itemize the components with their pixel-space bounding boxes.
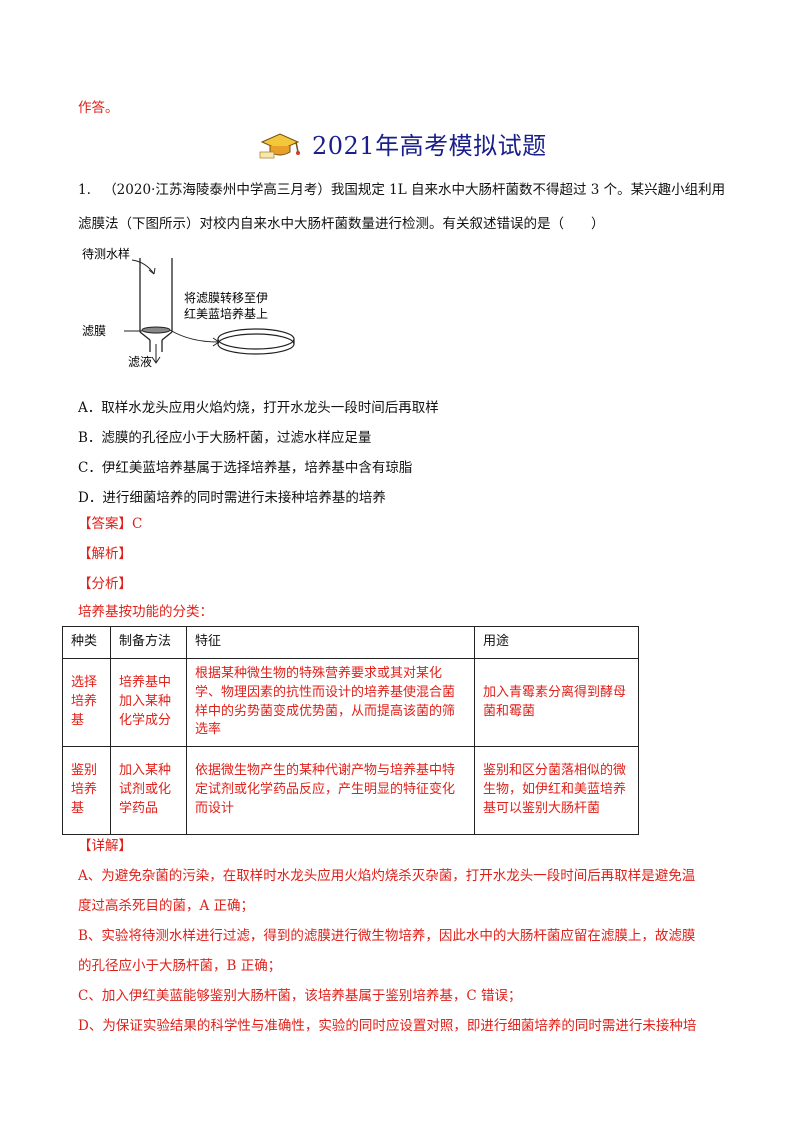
detail-line: B、实验将待测水样进行过滤，得到的滤膜进行微生物培养，因此水中的大肠杆菌应留在滤… <box>78 928 696 944</box>
filtration-diagram: 待测水样 将滤膜转移至伊 红美蓝培养基上 滤膜 滤液 <box>80 244 320 378</box>
question-stem-2: 滤膜法（下图所示）对校内自来水中大肠杆菌数量进行检测。有关叙述错误的是（ ） <box>78 216 605 232</box>
classification-intro: 培养基按功能的分类： <box>78 604 213 620</box>
diagram-label-filtrate: 滤液 <box>128 354 152 369</box>
table-header-cell: 特征 <box>186 626 475 659</box>
table-cell-method: 培养基中加入某种化学成分 <box>110 657 187 748</box>
diagram-label-sample: 待测水样 <box>82 246 130 261</box>
table-row: 鉴别培养基 加入某种试剂或化学药品 依据微生物产生的某种代谢产物与培养基中特定试… <box>62 746 639 836</box>
option-b: B．滤膜的孔径应小于大肠杆菌，过滤水样应足量 <box>78 430 372 446</box>
intro-tail-text: 作答。 <box>78 100 119 116</box>
graduation-cap-icon <box>259 132 300 158</box>
question-number: 1. <box>78 182 91 198</box>
diagram-label-transfer-2: 红美蓝培养基上 <box>184 306 268 321</box>
detail-line: 的孔径应小于大肠杆菌，B 正确； <box>78 958 282 974</box>
table-row: 选择培养基 培养基中加入某种化学成分 根据某种微生物的特殊营养要求或其对某化学、… <box>62 657 639 748</box>
section-title: 2021年高考模拟试题 <box>312 132 547 160</box>
table-header-cell: 种类 <box>62 626 111 659</box>
table-cell-feature: 根据某种微生物的特殊营养要求或其对某化学、物理因素的抗性而设计的培养基使混合菌样… <box>186 657 475 748</box>
option-c: C．伊红美蓝培养基属于选择培养基，培养基中含有琼脂 <box>78 460 413 476</box>
table-cell-type: 选择培养基 <box>62 657 111 748</box>
medium-classification-table: 种类 制备方法 特征 用途 选择培养基 培养基中加入某种化学成分 根据某种微生物… <box>62 626 639 836</box>
table-cell-use: 加入青霉素分离得到酵母菌和霉菌 <box>474 657 639 748</box>
option-d: D．进行细菌培养的同时需进行未接种培养基的培养 <box>78 490 386 506</box>
detail-line: A、为避免杂菌的污染，在取样时水龙头应用火焰灼烧杀灭杂菌，打开水龙头一段时间后再… <box>78 868 696 884</box>
filtration-apparatus-figure: 待测水样 将滤膜转移至伊 红美蓝培养基上 滤膜 滤液 <box>82 246 295 369</box>
section-header: 2021年高考模拟试题 <box>258 126 547 161</box>
question-stem-1: 我国规定 1L 自来水中大肠杆菌数不得超过 3 个。某兴趣小组利用 <box>330 182 726 198</box>
answer-value: C <box>132 516 143 532</box>
table-cell-use: 鉴别和区分菌落相似的微生物，如伊红和美蓝培养基可以鉴别大肠杆菌 <box>474 746 639 836</box>
table-header-cell: 制备方法 <box>110 626 187 659</box>
table-cell-type: 鉴别培养基 <box>62 746 111 836</box>
diagram-label-transfer-1: 将滤膜转移至伊 <box>184 290 268 305</box>
answer-line: 【答案】C <box>78 512 142 532</box>
detail-line: 度过高杀死目的菌，A 正确； <box>78 898 255 914</box>
table-header-row: 种类 制备方法 特征 用途 <box>62 626 639 659</box>
option-a: A．取样水龙头应用火焰灼烧，打开水龙头一段时间后再取样 <box>78 400 439 416</box>
diagram-label-membrane: 滤膜 <box>82 324 106 338</box>
table-cell-feature: 依据微生物产生的某种代谢产物与培养基中特定试剂或化学药品反应，产生明显的特征变化… <box>186 746 475 836</box>
question-stem-line-1: 1. （2020·江苏海陵泰州中学高三月考）我国规定 1L 自来水中大肠杆菌数不… <box>78 178 725 198</box>
analysis-label: 【解析】 <box>78 546 132 562</box>
table-cell-method: 加入某种试剂或化学药品 <box>110 746 187 836</box>
fenxi-label: 【分析】 <box>78 576 132 592</box>
question-source: （2020·江苏海陵泰州中学高三月考） <box>103 182 331 198</box>
table-header-cell: 用途 <box>474 626 639 659</box>
answer-label: 【答案】 <box>78 516 132 532</box>
detail-line: D、为保证实验结果的科学性与准确性，实验的同时应设置对照，即进行细菌培养的同时需… <box>78 1018 697 1034</box>
detail-line: C、加入伊红美蓝能够鉴别大肠杆菌，该培养基属于鉴别培养基，C 错误； <box>78 988 522 1004</box>
detail-label: 【详解】 <box>78 838 132 854</box>
